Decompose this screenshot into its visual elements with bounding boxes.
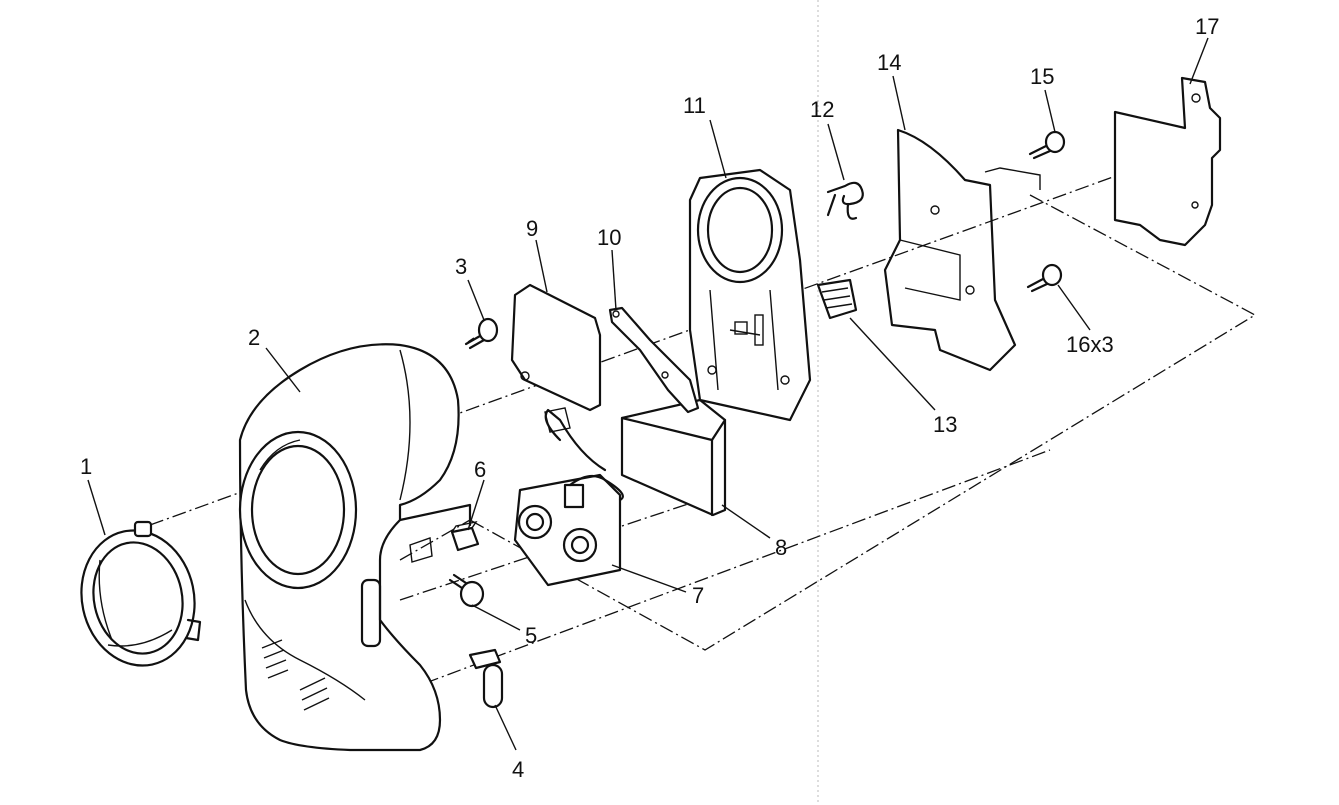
part-8-pad-block [620, 398, 727, 517]
part-13-connector [816, 278, 858, 320]
part-9-plate [510, 283, 602, 412]
part-12-spring [826, 181, 864, 220]
part-6-block [450, 520, 480, 552]
callout-10: 10 [597, 225, 621, 250]
callout-9: 9 [526, 216, 538, 241]
callout-5: 5 [525, 623, 537, 648]
callout-15: 15 [1030, 64, 1054, 89]
callout-4: 4 [512, 757, 524, 782]
callout-3: 3 [455, 254, 467, 279]
part-14-frame-bracket [883, 128, 1041, 372]
part-11-lens-bracket [688, 168, 812, 422]
callout-6: 6 [474, 457, 486, 482]
part-10-lever [608, 306, 700, 414]
part-3-screw [464, 317, 499, 350]
part-15-screw [1028, 130, 1066, 160]
callout-8: 8 [775, 535, 787, 560]
part-5-screw [448, 573, 485, 608]
part-4-slide-knob [468, 648, 504, 709]
part-17-back-plate [1113, 76, 1222, 247]
part-2-front-housing [238, 343, 472, 752]
callout-1: 1 [80, 454, 92, 479]
callout-13: 13 [933, 412, 957, 437]
callout-11: 11 [683, 93, 706, 118]
part-16-screw [1026, 263, 1063, 293]
callout-7: 7 [692, 583, 704, 608]
callout-17: 17 [1195, 14, 1219, 39]
part-7-sensor-board [513, 407, 624, 587]
callout-16: 16x3 [1066, 332, 1114, 357]
leader-lines [87, 37, 1209, 751]
callout-14: 14 [877, 50, 901, 75]
part-1-lens-ring [80, 520, 202, 667]
callout-labels: 1 2 3 4 5 6 7 8 9 10 11 12 13 14 15 16x3… [80, 14, 1219, 782]
callout-2: 2 [248, 325, 260, 350]
callout-12: 12 [810, 97, 834, 122]
